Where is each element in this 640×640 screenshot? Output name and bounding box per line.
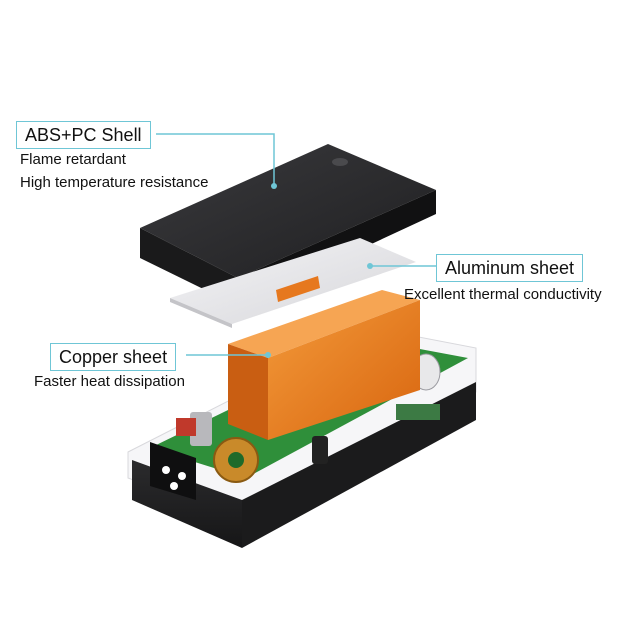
shell-callout-line-1: Flame retardant — [20, 151, 126, 168]
copper-pointer-dot — [265, 352, 271, 358]
aluminum-callout-line-1: Excellent thermal conductivity — [404, 286, 602, 303]
copper-sheet — [228, 290, 420, 440]
shell-leader-line — [156, 133, 275, 186]
copper-callout-line-1: Faster heat dissipation — [34, 373, 185, 390]
copper-callout-title: Copper sheet — [50, 343, 177, 371]
shell-pointer-dot — [271, 183, 277, 189]
aluminum-callout-title: Aluminum sheet — [436, 254, 584, 282]
aluminum-pointer-dot — [367, 263, 373, 269]
aluminum-sheet — [170, 238, 416, 328]
shell-callout-title: ABS+PC Shell — [16, 121, 151, 149]
power-inlet-socket — [150, 442, 196, 500]
lid-indicator-icon — [332, 158, 348, 166]
shell-callout-line-2: High temperature resistance — [20, 174, 209, 191]
callout-lines — [156, 133, 436, 356]
